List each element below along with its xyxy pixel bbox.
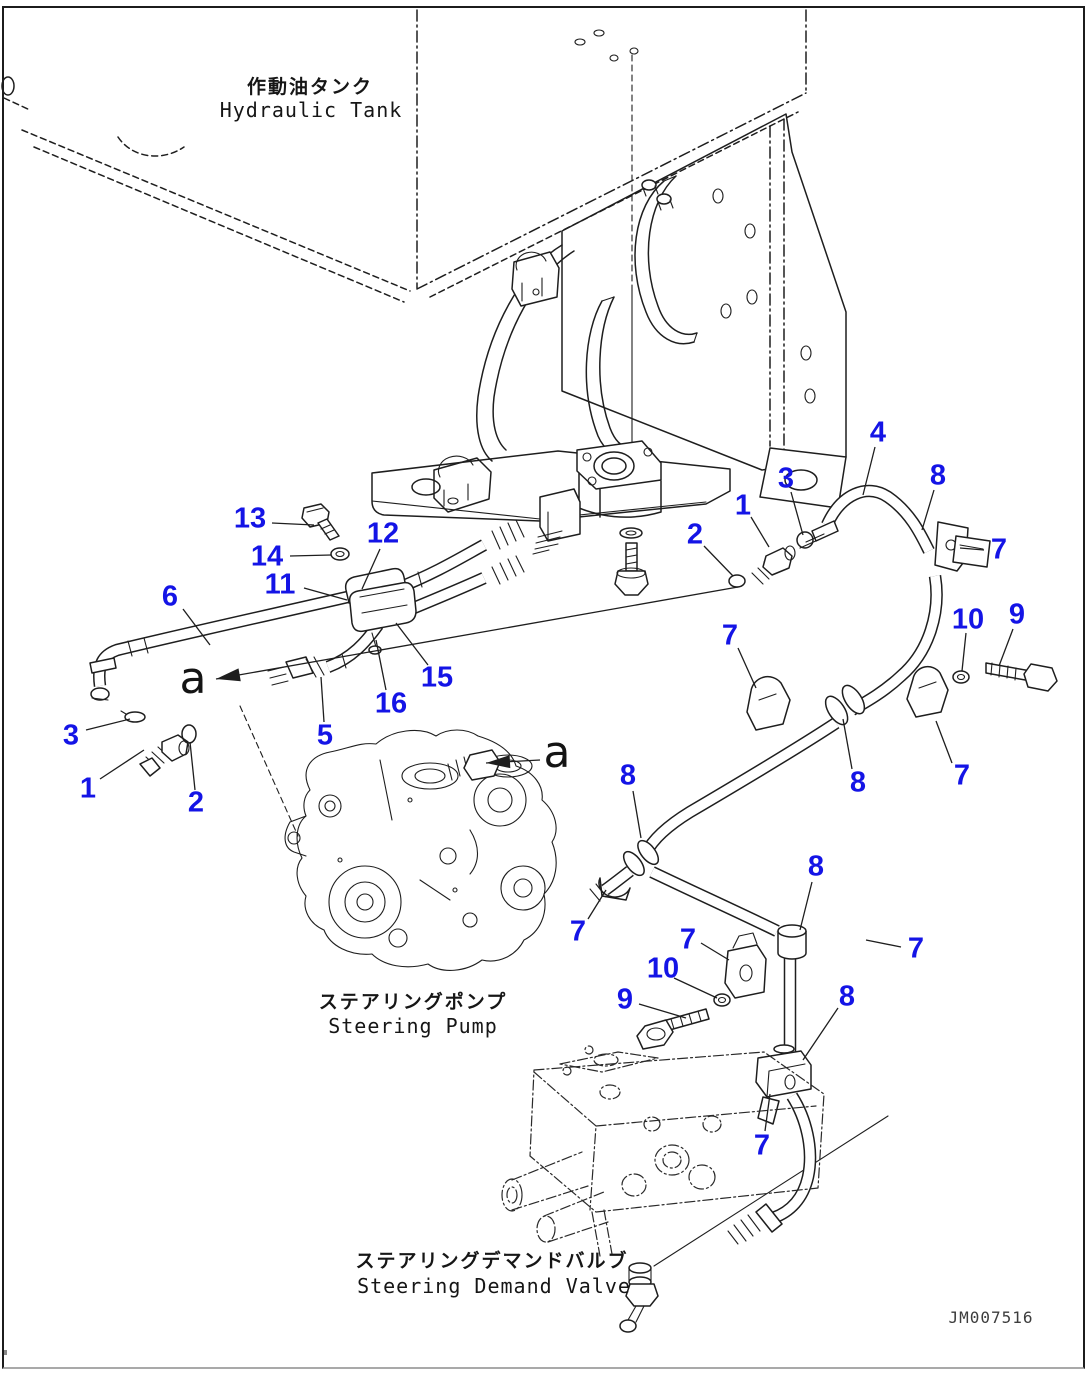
callout-15: 15 bbox=[420, 661, 454, 694]
hydraulic-tank-label-jp: 作動油タンク bbox=[246, 76, 374, 98]
hydraulic-tank-outline bbox=[1, 9, 807, 303]
steering-demand-valve bbox=[501, 1045, 825, 1257]
callout-1: 1 bbox=[734, 489, 752, 522]
o-ring-2-right bbox=[728, 574, 746, 588]
fitting-1-left bbox=[139, 734, 190, 777]
callout-9: 9 bbox=[616, 983, 634, 1016]
o-ring-2-left bbox=[181, 724, 197, 744]
clamp-7-mid-right bbox=[906, 665, 949, 718]
callout-7: 7 bbox=[907, 932, 925, 965]
steering-demand-valve-label-en: Steering Demand Valve bbox=[357, 1274, 631, 1298]
steering-demand-valve-label-jp: ステアリングデマンドバルブ bbox=[355, 1250, 629, 1272]
projection-lines bbox=[239, 54, 889, 1267]
washer-10-lower bbox=[713, 993, 731, 1007]
callout-10: 10 bbox=[951, 603, 985, 636]
callout-2: 2 bbox=[187, 786, 205, 819]
bolt-13 bbox=[301, 503, 340, 541]
bolt-9-lower bbox=[636, 1008, 710, 1050]
callout-10: 10 bbox=[646, 952, 680, 985]
washer-14 bbox=[330, 547, 350, 561]
callout-1: 1 bbox=[79, 772, 97, 805]
washer-10-right bbox=[952, 670, 970, 684]
callout-3: 3 bbox=[777, 462, 795, 495]
view-label-a-2: a bbox=[543, 727, 571, 779]
callout-6: 6 bbox=[161, 580, 179, 613]
callout-5: 5 bbox=[316, 719, 334, 752]
tank-mount-bracket bbox=[371, 113, 847, 522]
callout-2: 2 bbox=[686, 518, 704, 551]
callout-3: 3 bbox=[62, 719, 80, 752]
callout-7: 7 bbox=[679, 923, 697, 956]
steering-pump-label-jp: ステアリングポンプ bbox=[318, 991, 508, 1013]
plug-3-left bbox=[120, 710, 146, 723]
grommet-8-lower bbox=[622, 839, 660, 877]
callout-7: 7 bbox=[569, 915, 587, 948]
clamp-7-top bbox=[934, 521, 991, 572]
callout-8: 8 bbox=[929, 459, 947, 492]
tube-lower-run bbox=[649, 866, 817, 1224]
grommet-8-mid bbox=[777, 924, 807, 960]
drawing-number: JM007516 bbox=[948, 1308, 1034, 1327]
hose-end-to-valve bbox=[727, 1203, 783, 1245]
callout-14: 14 bbox=[250, 540, 284, 573]
callout-7: 7 bbox=[753, 1129, 771, 1162]
hydraulic-tank-label-en: Hydraulic Tank bbox=[219, 98, 403, 122]
callout-7: 7 bbox=[953, 759, 971, 792]
callout-13: 13 bbox=[233, 502, 267, 535]
o-ring-3-right bbox=[796, 531, 814, 549]
flange-elbow-fitting bbox=[532, 440, 662, 555]
stray-mark bbox=[4, 1350, 7, 1355]
callout-8: 8 bbox=[849, 766, 867, 799]
callout-11: 11 bbox=[264, 568, 296, 601]
steering-pump bbox=[284, 729, 557, 971]
clamp-8-block bbox=[755, 1044, 812, 1098]
steering-pump-label-en: Steering Pump bbox=[328, 1014, 498, 1038]
clamp-7-mid-left bbox=[746, 675, 791, 731]
bolt-9-right bbox=[985, 662, 1058, 692]
view-label-a-1: a bbox=[179, 653, 207, 705]
hose-clamp-11-16 bbox=[344, 567, 417, 655]
callout-8: 8 bbox=[619, 759, 637, 792]
clamp-7-plate bbox=[724, 932, 767, 999]
callout-9: 9 bbox=[1008, 598, 1026, 631]
callout-12: 12 bbox=[366, 517, 400, 550]
callout-8: 8 bbox=[838, 980, 856, 1013]
valve-bottom-fitting bbox=[619, 1262, 659, 1333]
hose-4 bbox=[589, 484, 943, 902]
fitting-1-right bbox=[751, 545, 796, 585]
clamp-7-under-grommet bbox=[598, 877, 631, 901]
flange-washer-bolt bbox=[614, 527, 649, 596]
callout-8: 8 bbox=[807, 850, 825, 883]
callout-7: 7 bbox=[721, 619, 739, 652]
callout-16: 16 bbox=[374, 687, 408, 720]
callout-4: 4 bbox=[869, 416, 887, 449]
callout-7: 7 bbox=[990, 533, 1008, 566]
